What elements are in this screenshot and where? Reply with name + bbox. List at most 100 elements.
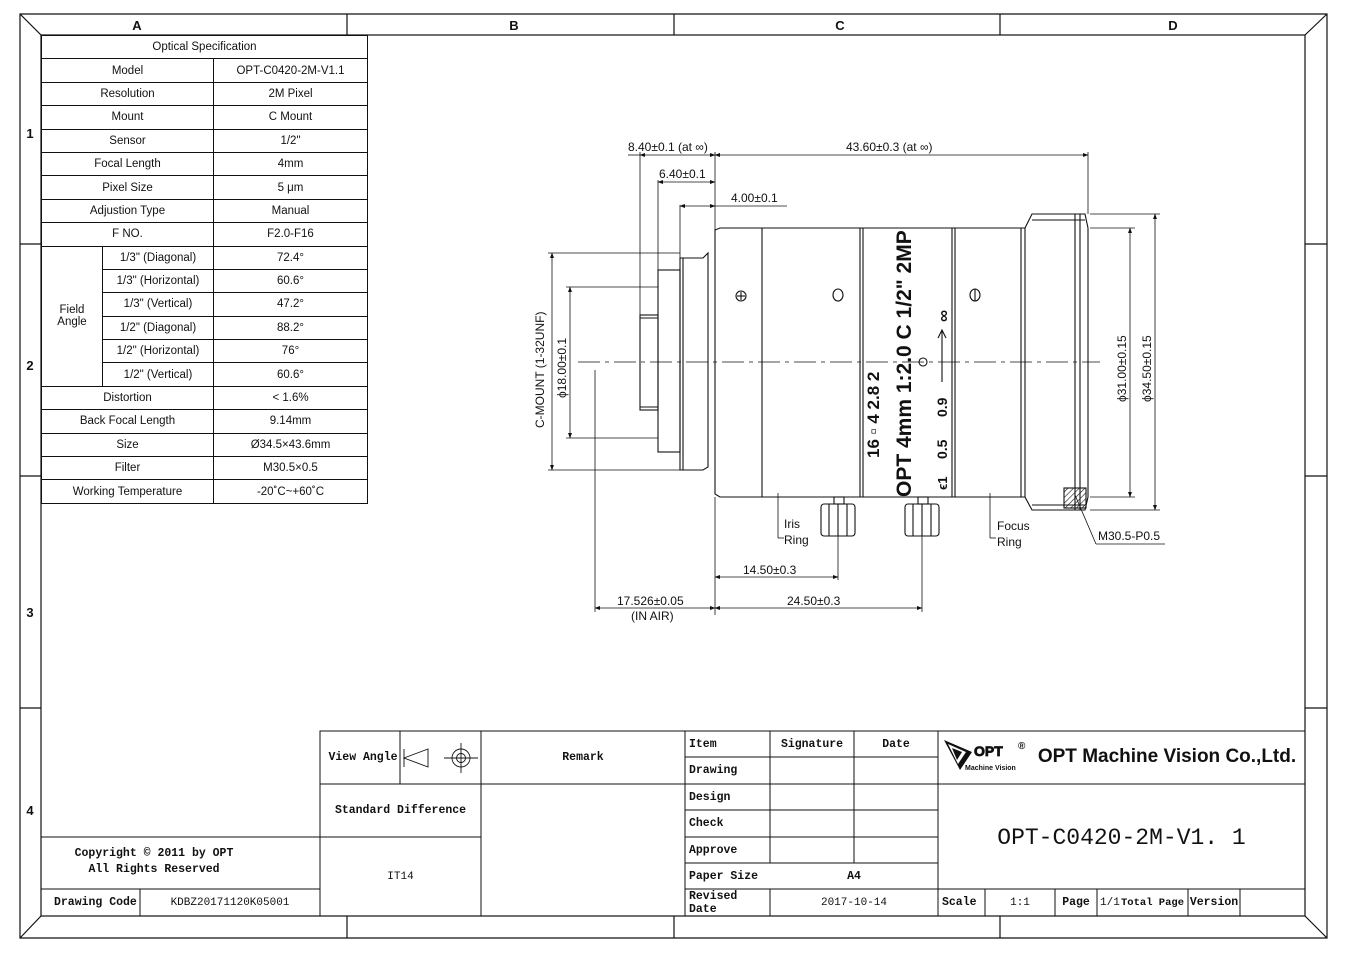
spec-value: Ø34.5×43.6mm xyxy=(213,432,368,458)
column-label: B xyxy=(509,18,518,33)
spec-title: Optical Specification xyxy=(41,34,368,60)
logo-brand: OPT xyxy=(974,743,1003,759)
sign-row-design: Design xyxy=(689,790,731,804)
sign-header-date: Date xyxy=(882,737,910,751)
row-label: 2 xyxy=(26,358,33,373)
spec-label: F NO. xyxy=(41,222,214,247)
spec-value: < 1.6% xyxy=(213,385,368,411)
sign-row-check: Check xyxy=(689,817,724,830)
barrel-engraving: OPT 4mm 1:2.0 C 1/2" 2MP xyxy=(893,230,916,497)
spec-value: -20˚C~+60˚C xyxy=(213,479,368,504)
copyright-line: Copyright © 2011 by OPT xyxy=(74,846,234,860)
focus-scale-mark: ϵ1 xyxy=(935,477,950,490)
spec-value: F2.0-F16 xyxy=(213,222,368,247)
spec-label: Distortion xyxy=(41,385,214,411)
projection-symbol-icon xyxy=(402,743,478,773)
remark-label: Remark xyxy=(562,751,604,764)
revised-date-value: 2017-10-14 xyxy=(820,896,887,909)
dim-bfl: 17.526±0.05 xyxy=(617,594,684,608)
spec-label: Mount xyxy=(41,105,214,130)
spec-value: 60.6° xyxy=(213,268,368,294)
spec-value: M30.5×0.5 xyxy=(213,456,368,481)
spec-value: 9.14mm xyxy=(213,409,368,434)
spec-label: Filter xyxy=(41,456,214,481)
row-label: 1 xyxy=(26,126,33,141)
barrel-f-scale: 16 ▫ 4 2.8 2 xyxy=(864,372,883,458)
spec-label: Working Temperature xyxy=(41,479,214,504)
spec-label: Back Focal Length xyxy=(41,409,214,434)
sign-row-drawing: Drawing xyxy=(689,764,738,777)
iris-label: Iris xyxy=(784,517,800,531)
drawing-code-label: Drawing Code xyxy=(54,896,137,909)
spec-value: 4mm xyxy=(213,151,368,177)
dim-bfl-note: (IN AIR) xyxy=(631,609,674,623)
row-label: 4 xyxy=(26,803,34,818)
lens-side-view xyxy=(578,213,1100,537)
spec-value: OPT-C0420-2M-V1.1 xyxy=(213,58,368,83)
dim-focus: 24.50±0.3 xyxy=(787,594,841,608)
svg-text:®: ® xyxy=(1018,741,1026,752)
sign-row-approve: Approve xyxy=(689,843,738,857)
title-block-grid xyxy=(41,730,1306,917)
scale-label: Scale xyxy=(942,896,977,909)
focus-label: Ring xyxy=(997,535,1022,549)
spec-label: Model xyxy=(41,58,214,83)
spec-label: 1/2" (Diagonal) xyxy=(102,315,214,341)
dim-d345: ϕ34.50±0.15 xyxy=(1140,335,1154,402)
column-label: A xyxy=(132,18,142,33)
opt-logo-icon: OPT ® Machine Vision xyxy=(944,740,1026,772)
spec-label: Focal Length xyxy=(41,151,214,177)
focus-scale-mark: 0.5 xyxy=(934,439,950,459)
spec-value: 1/2" xyxy=(213,128,368,153)
spec-label: 1/2" (Horizontal) xyxy=(102,339,214,364)
standard-difference-label: Standard Difference xyxy=(334,804,467,817)
dim-mount-diam: ϕ18.00±0.1 xyxy=(555,338,569,398)
spec-label: 1/3" (Diagonal) xyxy=(102,245,214,270)
column-label: D xyxy=(1168,18,1177,33)
sign-header-item: Item xyxy=(689,737,717,751)
spec-value: 2M Pixel xyxy=(213,81,368,107)
dimension-lines xyxy=(548,152,1165,615)
spec-label: Size xyxy=(41,432,214,458)
spec-label: Sensor xyxy=(41,128,214,153)
spec-label: Pixel Size xyxy=(41,175,214,200)
spec-label: 1/3" (Vertical) xyxy=(102,292,214,317)
paper-size-value: A4 xyxy=(847,869,861,883)
spec-value: 72.4° xyxy=(213,245,368,270)
sign-header-signature: Signature xyxy=(780,737,844,751)
spec-label: Adjustion Type xyxy=(41,198,214,224)
filter-thread-label: M30.5-P0.5 xyxy=(1098,529,1160,543)
copyright-line: All Rights Reserved xyxy=(88,862,220,876)
focus-scale-mark: 0.9 xyxy=(934,397,950,417)
dim-total-body: 43.60±0.3 (at ∞) xyxy=(846,140,933,154)
scale-value: 1:1 xyxy=(1010,896,1030,909)
row-label: 3 xyxy=(26,605,33,620)
focus-label: Focus xyxy=(997,519,1030,533)
spec-value: 47.2° xyxy=(213,292,368,317)
paper-size-label: Paper Size xyxy=(689,869,759,883)
revised-date-label: Revised Date xyxy=(689,889,738,916)
spec-value: 88.2° xyxy=(213,315,368,341)
mount-label: C-MOUNT (1-32UNF) xyxy=(533,312,547,428)
iris-label: Ring xyxy=(784,533,809,547)
dim-d31: ϕ31.00±0.15 xyxy=(1115,335,1129,402)
spec-label: 1/2" (Vertical) xyxy=(102,362,214,387)
view-angle-label: View Angle xyxy=(328,751,398,764)
field-angle-label: Field Angle xyxy=(41,245,103,387)
drawing-code-value: KDBZ20171120K05001 xyxy=(170,896,290,909)
page-value: 1/1 xyxy=(1100,896,1120,909)
spec-label: 1/3" (Horizontal) xyxy=(102,268,214,294)
spec-value: C Mount xyxy=(213,105,368,130)
part-number: OPT-C0420-2M-V1. 1 xyxy=(997,824,1246,851)
standard-difference-value: IT14 xyxy=(387,870,414,883)
focus-infinity-mark: ∞ xyxy=(934,310,953,322)
dim-total-back: 8.40±0.1 (at ∞) xyxy=(628,140,708,154)
page-label: Page xyxy=(1062,896,1090,909)
logo-sub: Machine Vision xyxy=(965,765,1016,772)
dim-iris: 14.50±0.3 xyxy=(743,563,797,577)
company-name: OPT Machine Vision Co.,Ltd. xyxy=(1037,746,1297,767)
spec-label: Resolution xyxy=(41,81,214,107)
dim-flange: 4.00±0.1 xyxy=(731,191,778,205)
